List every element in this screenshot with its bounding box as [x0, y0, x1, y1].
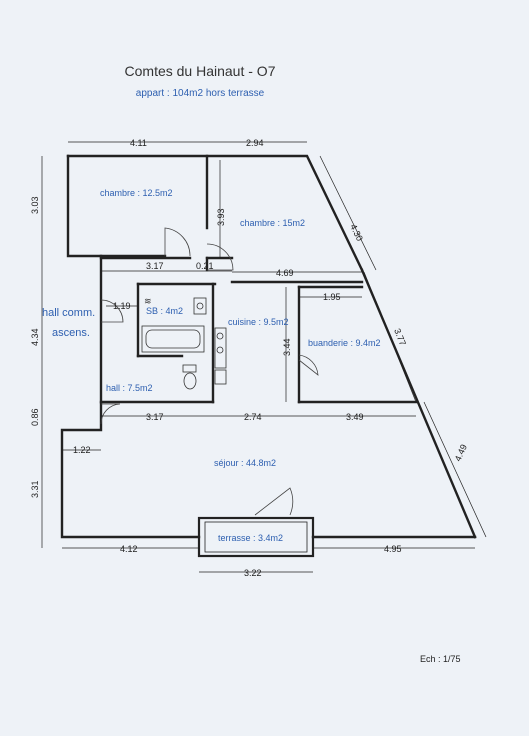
room-chambre1: chambre : 12.5m2: [100, 188, 173, 198]
room-chambre2: chambre : 15m2: [240, 218, 305, 228]
wall-top-right: [205, 154, 364, 272]
dim-chambre2-height: 3.93: [216, 208, 226, 226]
doors: [100, 227, 319, 516]
door-chambre2: [206, 243, 234, 271]
dimension-labels: 4.11 2.94 3.03 3.93 4.30 3.17 0.21 4.69 …: [30, 138, 469, 578]
dim-469: 4.69: [276, 268, 294, 278]
door-hall-comm: [100, 299, 124, 323]
kitchen-sink: [214, 369, 227, 385]
dim-434: 4.34: [30, 328, 40, 346]
dim-412: 4.12: [120, 544, 138, 554]
wall-bottom-left: [60, 402, 201, 539]
door-chambre1: [164, 227, 191, 257]
door-terrasse: [254, 487, 294, 516]
bathroom-fixtures: [141, 297, 227, 390]
dim-344: 3.44: [282, 338, 292, 356]
room-cuisine: cuisine : 9.5m2: [228, 317, 289, 327]
door-sejour: [100, 403, 121, 425]
dim-449: 4.49: [453, 443, 469, 463]
dim-331: 3.31: [30, 480, 40, 498]
room-sb: SB : 4m2: [146, 306, 183, 316]
door-buanderie: [298, 354, 319, 376]
scale-label: Ech : 1/75: [420, 654, 461, 664]
bathtub-inner: [145, 329, 201, 349]
shower-icon: ≋: [144, 296, 152, 306]
dim-317-bottom: 3.17: [146, 412, 164, 422]
room-buanderie: buanderie : 9.4m2: [308, 338, 381, 348]
toilet-bowl: [183, 372, 197, 390]
toilet-tank: [182, 364, 197, 373]
dim-349: 3.49: [346, 412, 364, 422]
dim-119: 1.19: [113, 301, 131, 311]
room-sejour: séjour : 44.8m2: [214, 458, 276, 468]
room-hall-comm-line2: ascens.: [52, 327, 90, 339]
room-labels: chambre : 12.5m2 chambre : 15m2 hall com…: [42, 188, 381, 543]
dimension-lines: [41, 141, 487, 573]
dim-274: 2.74: [244, 412, 262, 422]
sink-drain: [196, 302, 204, 310]
terrasse-inner: [204, 521, 308, 553]
stove-burner-1: [216, 332, 224, 340]
dim-left-chambre: 3.03: [30, 196, 40, 214]
dim-317-top: 3.17: [146, 261, 164, 271]
dim-top-right: 2.94: [246, 138, 264, 148]
dim-495: 4.95: [384, 544, 402, 554]
plan-title: Comtes du Hainaut - O7: [125, 63, 276, 79]
dim-086: 0.86: [30, 408, 40, 426]
room-hall-comm-line1: hall comm.: [42, 307, 95, 319]
wall-chambre1-left: [66, 154, 167, 258]
bathtub: [141, 325, 205, 353]
dim-diag-upper: 4.30: [348, 222, 365, 242]
plan-subtitle: appart : 104m2 hors terrasse: [136, 88, 265, 99]
terrasse-box: [197, 516, 315, 558]
dim-195: 1.95: [323, 292, 341, 302]
dim-021: 0.21: [196, 261, 214, 271]
stove: [214, 327, 227, 369]
dim-322: 3.22: [244, 568, 262, 578]
room-terrasse: terrasse : 3.4m2: [218, 533, 283, 543]
walls: [60, 154, 477, 539]
dim-top-left: 4.11: [130, 138, 147, 148]
dim-122: 1.22: [73, 445, 91, 455]
stove-burner-2: [216, 346, 224, 354]
room-hall: hall : 7.5m2: [106, 383, 153, 393]
sink: [193, 297, 207, 315]
